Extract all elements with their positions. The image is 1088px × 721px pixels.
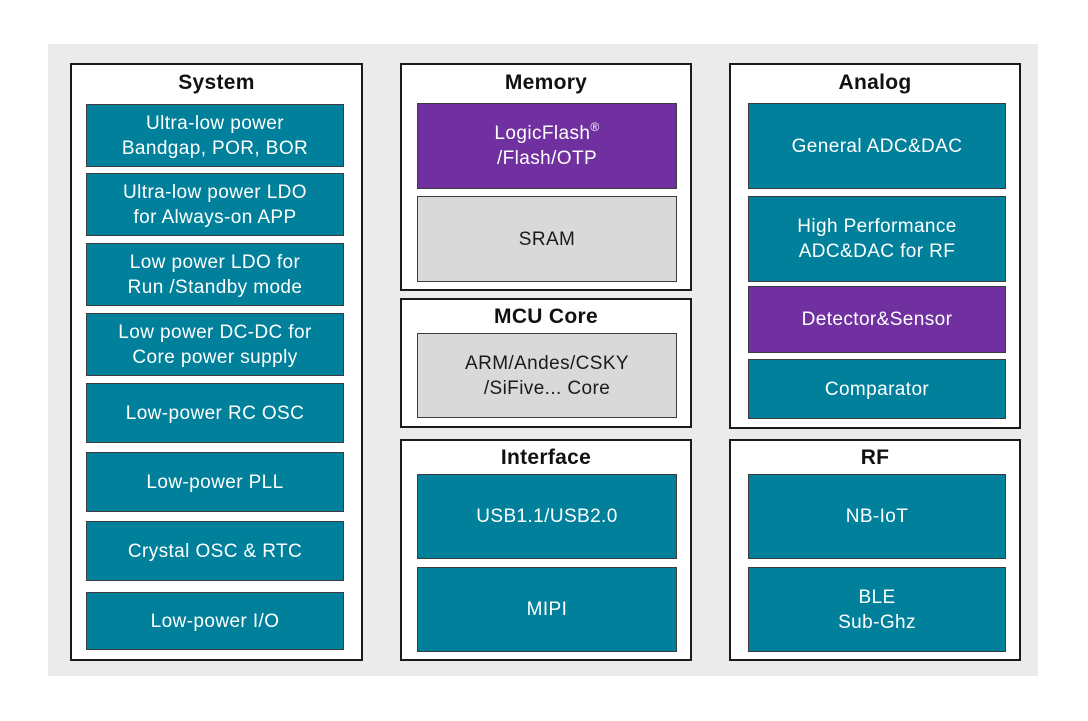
memory-title: Memory (504, 71, 588, 94)
mipi-label: MIPI (526, 599, 568, 620)
mcu-core-title: MCU Core (494, 305, 598, 328)
always-on-ldo-line2: for Always-on APP (133, 206, 297, 228)
logicflash-block: LogicFlash® /Flash/OTP (417, 103, 677, 189)
logicflash-line2: /Flash/OTP (496, 148, 598, 169)
detector-sensor-block: Detector&Sensor (748, 286, 1006, 353)
sram-block: SRAM (417, 196, 677, 282)
rf-title: RF (860, 446, 890, 469)
high-performance-adc-dac-block: High Performance ADC&DAC for RF (748, 196, 1006, 282)
run-standby-ldo-line2: Run /Standby mode (127, 276, 303, 298)
nb-iot-block: NB-IoT (748, 474, 1006, 559)
ble-subghz-block: BLE Sub-Ghz (748, 567, 1006, 652)
general-adc-dac-block: General ADC&DAC (748, 103, 1006, 189)
run-standby-ldo-block: Low power LDO for Run /Standby mode (86, 243, 344, 306)
system-title: System (178, 71, 255, 94)
sram-label: SRAM (518, 228, 576, 250)
rf-group: RF NB-IoT BLE Sub-Ghz (729, 439, 1021, 661)
always-on-ldo-line1: Ultra-low power LDO (123, 181, 307, 203)
pll-label: Low-power PLL (146, 471, 284, 493)
high-performance-line1: High Performance (797, 216, 957, 237)
logicflash-name: LogicFlash (494, 123, 591, 144)
analog-title: Analog (838, 71, 912, 94)
usb-label: USB1.1/USB2.0 (476, 506, 618, 527)
crystal-osc-rtc-label: Crystal OSC & RTC (127, 540, 303, 562)
low-power-io-block: Low-power I/O (86, 592, 344, 650)
high-performance-line2: ADC&DAC for RF (798, 241, 956, 262)
dc-dc-line2: Core power supply (132, 346, 298, 368)
comparator-block: Comparator (748, 359, 1006, 419)
usb-block: USB1.1/USB2.0 (417, 474, 677, 559)
system-group: System Ultra-low power Bandgap, POR, BOR… (70, 63, 363, 661)
always-on-ldo-block: Ultra-low power LDO for Always-on APP (86, 173, 344, 236)
dc-dc-block: Low power DC-DC for Core power supply (86, 313, 344, 376)
rc-osc-block: Low-power RC OSC (86, 383, 344, 443)
bandgap-line1: Ultra-low power (146, 112, 284, 134)
comparator-label: Comparator (824, 378, 930, 400)
memory-group: Memory LogicFlash® /Flash/OTP SRAM (400, 63, 692, 291)
cpu-core-line1: ARM/Andes/CSKY (465, 352, 629, 374)
rc-osc-label: Low-power RC OSC (125, 402, 305, 424)
low-power-io-label: Low-power I/O (150, 610, 280, 632)
subghz-label: Sub-Ghz (838, 611, 916, 633)
cpu-core-block: ARM/Andes/CSKY /SiFive... Core (417, 333, 677, 418)
bandgap-line2: Bandgap, POR, BOR (121, 137, 309, 159)
detector-sensor-label: Detector&Sensor (801, 309, 953, 330)
analog-group: Analog General ADC&DAC High Performance … (729, 63, 1021, 429)
mipi-block: MIPI (417, 567, 677, 652)
dc-dc-line1: Low power DC-DC for (118, 321, 312, 343)
interface-title: Interface (500, 446, 592, 469)
bandgap-por-bor-block: Ultra-low power Bandgap, POR, BOR (86, 104, 344, 167)
registered-mark: ® (590, 120, 600, 134)
pll-block: Low-power PLL (86, 452, 344, 512)
crystal-osc-rtc-block: Crystal OSC & RTC (86, 521, 344, 581)
general-adc-dac-label: General ADC&DAC (791, 135, 963, 157)
nb-iot-label: NB-IoT (845, 506, 909, 527)
mcu-core-group: MCU Core ARM/Andes/CSKY /SiFive... Core (400, 298, 692, 428)
cpu-core-line2: /SiFive... Core (483, 377, 611, 399)
logicflash-line1: LogicFlash® (494, 121, 599, 146)
ble-label: BLE (858, 586, 896, 608)
run-standby-ldo-line1: Low power LDO for (129, 251, 301, 273)
interface-group: Interface USB1.1/USB2.0 MIPI (400, 439, 692, 661)
